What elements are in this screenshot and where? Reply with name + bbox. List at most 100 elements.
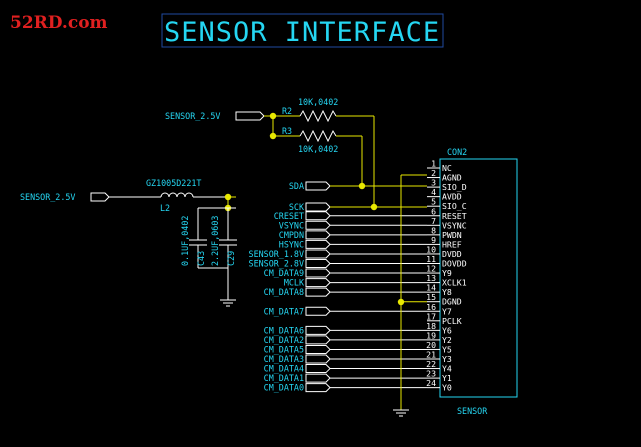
pin-number: 12 (426, 264, 436, 274)
pin-number: 18 (426, 321, 436, 331)
pin-number: 6 (431, 206, 436, 216)
pin-number: 5 (431, 197, 436, 207)
connector-name: SENSOR (457, 406, 488, 416)
pin-number: 23 (426, 369, 436, 379)
inductor-ref: L2 (160, 203, 170, 213)
pin-number: 7 (431, 216, 436, 226)
c43-ref: C43 (196, 251, 206, 266)
svg-text:CM_DATA2: CM_DATA2 (264, 335, 304, 345)
pin-number: 14 (426, 283, 436, 293)
svg-text:SDA: SDA (289, 181, 304, 191)
svg-text:CM_DATA8: CM_DATA8 (264, 287, 304, 297)
pin-name: RESET (442, 211, 467, 221)
net-label-sensor-2-8v: SENSOR_2.8V (249, 259, 331, 269)
svg-text:CM_DATA6: CM_DATA6 (264, 325, 304, 335)
pin-name: NC (442, 163, 452, 173)
pin-name: SIO_C (442, 201, 467, 211)
pin-number: 8 (431, 225, 436, 235)
c29-value: 2.2UF,0603 (210, 216, 220, 266)
net-label-sck: SCK (289, 202, 331, 212)
net-label-vsync: VSYNC (279, 220, 331, 230)
net-group: SDA SCKCRESETVSYNCCMPDNHSYNCSENSOR_1.8VSE… (249, 181, 427, 393)
pin-number: 15 (426, 292, 436, 302)
net-label-hsync: HSYNC (279, 239, 331, 249)
svg-text:SENSOR_1.8V: SENSOR_1.8V (249, 249, 304, 259)
pin-number: 13 (426, 273, 436, 283)
svg-text:SENSOR_2.8V: SENSOR_2.8V (249, 259, 304, 269)
pin-name: DGND (442, 297, 462, 307)
pin-name: PCLK (442, 316, 462, 326)
pin-number: 2 (431, 168, 436, 178)
net-label-cmpdn: CMPDN (279, 230, 331, 240)
c29-ref: C29 (226, 251, 236, 266)
pin-name: Y2 (442, 335, 452, 345)
resistor-r2 (299, 109, 337, 123)
r3-value: 10K,0402 (298, 144, 338, 154)
svg-text:CM_DATA0: CM_DATA0 (264, 383, 304, 393)
pin-number: 1 (431, 159, 436, 169)
r3-ref: R3 (282, 126, 292, 136)
pin-name: VSYNC (442, 220, 467, 230)
svg-text:CM_DATA3: CM_DATA3 (264, 354, 304, 364)
svg-text:CM_DATA9: CM_DATA9 (264, 268, 304, 278)
svg-text:CM_DATA5: CM_DATA5 (264, 344, 304, 354)
svg-text:CM_DATA4: CM_DATA4 (264, 364, 304, 374)
pin-number: 3 (431, 178, 436, 188)
page-title: SENSOR INTERFACE (164, 17, 440, 48)
pin-name: Y7 (442, 306, 452, 316)
power-flag-top (235, 111, 265, 121)
r2-ref: R2 (282, 106, 292, 116)
pin-number: 16 (426, 302, 436, 312)
pin-name: Y4 (442, 364, 452, 374)
svg-text:VSYNC: VSYNC (279, 220, 304, 230)
svg-text:CM_DATA7: CM_DATA7 (264, 306, 304, 316)
pin-number: 22 (426, 359, 436, 369)
pin-name: SIO_D (442, 182, 467, 192)
c43-value: 0.1UF,0402 (180, 216, 190, 266)
connector-ref: CON2 (447, 147, 467, 157)
pin-name: Y9 (442, 268, 452, 278)
net-label-cm-data8: CM_DATA8 (264, 287, 331, 297)
svg-text:CM_DATA1: CM_DATA1 (264, 373, 304, 383)
net-label-sda: SDA (289, 181, 331, 191)
r2-value: 10K,0402 (298, 97, 338, 107)
pin-name: Y5 (442, 344, 452, 354)
resistor-r3 (299, 129, 337, 143)
connector-body (439, 158, 518, 398)
pin-name: PWDN (442, 230, 462, 240)
pin-name: Y1 (442, 373, 452, 383)
pin-name: XCLK1 (442, 278, 467, 288)
pin-name: DOVDD (442, 259, 467, 269)
pin-number: 17 (426, 311, 436, 321)
net-label-sensor-1-8v: SENSOR_1.8V (249, 249, 331, 259)
svg-text:HSYNC: HSYNC (279, 239, 304, 249)
net-label-cm-data1: CM_DATA1 (264, 373, 331, 383)
pin-name: HREF (442, 239, 462, 249)
pin-number: 20 (426, 340, 436, 350)
inductor-l2 (160, 192, 194, 198)
title-frame (161, 13, 444, 48)
net-label-cm-data3: CM_DATA3 (264, 354, 331, 364)
svg-text:MCLK: MCLK (284, 278, 305, 288)
net-label-mclk: MCLK (284, 278, 331, 288)
pin-name: Y3 (442, 354, 452, 364)
pin-name: AGND (442, 173, 462, 183)
pin-name: Y8 (442, 287, 452, 297)
inductor-value: GZ1005D221T (146, 178, 201, 188)
net-label-cm-data9: CM_DATA9 (264, 268, 331, 278)
junction-dot (397, 298, 405, 306)
pin-number: 4 (431, 187, 436, 197)
net-label-cm-data6: CM_DATA6 (264, 325, 331, 335)
power-flag-left (90, 192, 110, 202)
pin-number: 9 (431, 235, 436, 245)
net-label-cm-data2: CM_DATA2 (264, 335, 331, 345)
power-label-top: SENSOR_2.5V (165, 111, 220, 121)
pin-name: Y0 (442, 383, 452, 393)
net-label-cm-data7: CM_DATA7 (264, 306, 331, 316)
net-label-creset: CRESET (274, 211, 331, 221)
watermark-text: 52RD.com (10, 13, 108, 33)
pin-name: Y6 (442, 325, 452, 335)
svg-text:CMPDN: CMPDN (279, 230, 304, 240)
